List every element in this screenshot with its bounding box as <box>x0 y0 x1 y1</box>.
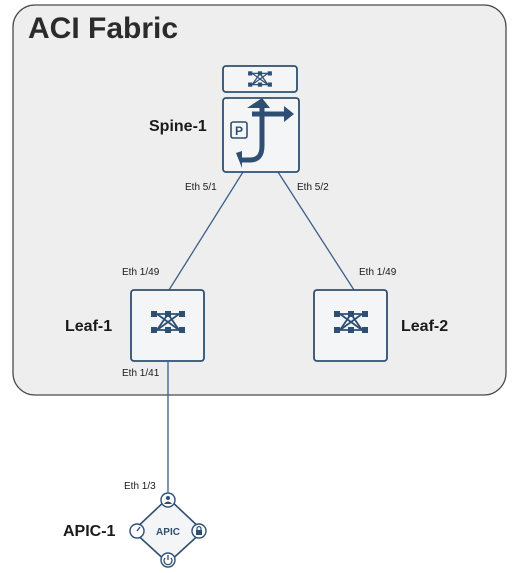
leaf-1-node[interactable]: Leaf-1 <box>65 289 205 362</box>
link-spine1-leaf1 <box>168 171 244 291</box>
leaf-switch-icon <box>130 289 205 362</box>
leaf-1-label: Leaf-1 <box>65 318 112 335</box>
spine-1-label: Spine-1 <box>149 118 207 135</box>
leaf-2-label: Leaf-2 <box>401 318 448 335</box>
leaf-switch-icon <box>313 289 388 362</box>
port-label: Eth 1/49 <box>359 267 397 278</box>
link-spine1-leaf2 <box>277 171 355 291</box>
spine-arrow-icon <box>242 108 284 163</box>
priority-badge-icon <box>230 121 248 139</box>
leaf-2-node[interactable]: Leaf-2 <box>313 289 448 362</box>
fabric-container <box>12 4 507 396</box>
spine-1-node[interactable]: P Spine-1 <box>149 65 300 173</box>
apic-1-label: APIC-1 <box>63 523 116 540</box>
port-label: Eth 5/2 <box>297 182 329 193</box>
port-label: Eth 5/1 <box>185 182 217 193</box>
apic-badge-text: APIC <box>156 527 180 538</box>
port-label: Eth 1/3 <box>124 481 156 492</box>
port-label: Eth 1/41 <box>122 368 160 379</box>
svg-text:P: P <box>235 124 243 138</box>
apic-1-node[interactable]: APIC APIC-1 <box>63 492 207 568</box>
port-label: Eth 1/49 <box>122 267 160 278</box>
fabric-title: ACI Fabric <box>28 12 178 45</box>
